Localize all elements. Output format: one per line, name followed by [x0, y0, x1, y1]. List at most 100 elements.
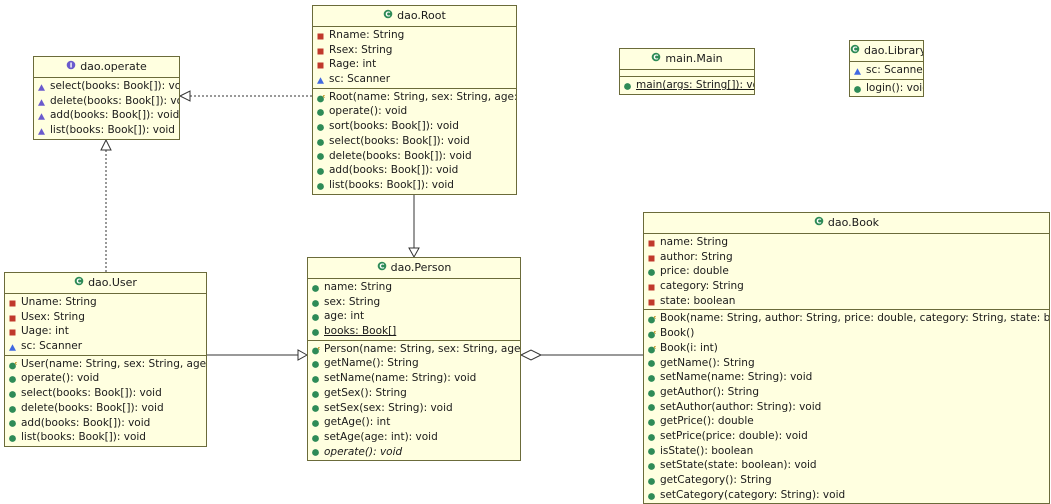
public-icon: [311, 433, 320, 442]
svg-text:I: I: [70, 62, 73, 70]
class-member[interactable]: Usex: String: [5, 310, 206, 325]
class-member[interactable]: Rname: String: [313, 28, 516, 43]
class-member[interactable]: setName(name: String): void: [644, 370, 1049, 385]
member-text: state: boolean: [660, 294, 736, 307]
class-member[interactable]: sc: Scanner: [850, 63, 923, 78]
class-member[interactable]: getSex(): String: [308, 386, 520, 401]
class-member[interactable]: author: String: [644, 250, 1049, 265]
svg-text:C: C: [77, 278, 82, 286]
class-member[interactable]: getName(): String: [644, 356, 1049, 371]
class-member[interactable]: books: Book[]: [308, 324, 520, 339]
svg-text:C: C: [654, 54, 659, 62]
class-member[interactable]: sc: Scanner: [313, 72, 516, 87]
class-member[interactable]: sc: Scanner: [5, 339, 206, 354]
class-icon: C: [850, 41, 860, 61]
private-icon: [647, 297, 656, 306]
abstract-method-icon: [37, 97, 46, 106]
class-member[interactable]: operate(): void: [5, 371, 206, 386]
class-member[interactable]: setPrice(price: double): void: [644, 429, 1049, 444]
member-text: Rname: String: [329, 29, 405, 41]
class-member[interactable]: select(books: Book[]): void: [5, 386, 206, 401]
class-member[interactable]: setAge(age: int): void: [308, 430, 520, 445]
class-member[interactable]: operate(): void: [313, 104, 516, 119]
class-member[interactable]: setName(name: String): void: [308, 371, 520, 386]
class-member[interactable]: delete(books: Book[]): void: [313, 149, 516, 164]
class-member[interactable]: price: double: [644, 264, 1049, 279]
class-member[interactable]: cRoot(name: String, sex: String, age: in…: [313, 90, 516, 105]
class-member[interactable]: Rage: int: [313, 57, 516, 72]
class-member[interactable]: add(books: Book[]): void: [34, 108, 179, 123]
class-member[interactable]: getAge(): int: [308, 415, 520, 430]
class-member[interactable]: cBook(): [644, 326, 1049, 341]
member-text: list(books: Book[]): void: [21, 431, 146, 444]
public-icon: [311, 298, 320, 307]
class-member[interactable]: operate(): void: [308, 445, 520, 460]
class-member[interactable]: cBook(i: int): [644, 341, 1049, 356]
class-member[interactable]: list(books: Book[]): void: [5, 430, 206, 445]
constructor-icon: c: [647, 314, 657, 324]
class-member[interactable]: age: int: [308, 309, 520, 324]
class-member[interactable]: getCategory(): String: [644, 473, 1049, 488]
class-member[interactable]: setSex(sex: String): void: [308, 401, 520, 416]
class-member[interactable]: cPerson(name: String, sex: String, age: …: [308, 342, 520, 357]
class-member[interactable]: getPrice(): double: [644, 414, 1049, 429]
class-member[interactable]: add(books: Book[]): void: [313, 163, 516, 178]
class-name: dao.Book: [827, 216, 880, 229]
class-member[interactable]: cUser(name: String, sex: String, age: in…: [5, 357, 206, 372]
class-member[interactable]: main(args: String[]): void: [620, 78, 754, 93]
class-member[interactable]: isState(): boolean: [644, 444, 1049, 459]
class-member[interactable]: add(books: Book[]): void: [5, 416, 206, 431]
svg-text:c: c: [654, 345, 656, 350]
class-member[interactable]: setCategory(category: String): void: [644, 488, 1049, 503]
class-member[interactable]: list(books: Book[]): void: [313, 178, 516, 193]
class-member[interactable]: cBook(name: String, author: String, pric…: [644, 311, 1049, 326]
class-member[interactable]: select(books: Book[]): void: [313, 134, 516, 149]
member-text: Root(name: String, sex: String, age: int…: [329, 90, 517, 103]
class-member[interactable]: sex: String: [308, 295, 520, 310]
public-icon: [647, 358, 656, 368]
members-section: cUser(name: String, sex: String, age: in…: [5, 354, 206, 446]
public-icon: [316, 181, 325, 190]
class-member[interactable]: Uname: String: [5, 295, 206, 310]
public-icon: [311, 359, 320, 369]
private-icon: [647, 253, 656, 262]
class-member[interactable]: Rsex: String: [313, 43, 516, 58]
class-member[interactable]: getAuthor(): String: [644, 385, 1049, 400]
class-member[interactable]: setAuthor(author: String): void: [644, 400, 1049, 415]
public-icon: [8, 433, 17, 442]
member-text: setAuthor(author: String): void: [660, 400, 822, 413]
public-icon: [647, 267, 656, 277]
public-icon: [8, 404, 17, 413]
public-icon: [311, 374, 320, 383]
class-icon: C: [814, 213, 824, 233]
class-member[interactable]: sort(books: Book[]): void: [313, 119, 516, 134]
class-member[interactable]: setState(state: boolean): void: [644, 458, 1049, 473]
member-text: sc: Scanner: [329, 73, 391, 86]
class-member[interactable]: login(): void: [850, 81, 923, 96]
class-member[interactable]: getName(): String: [308, 356, 520, 371]
class-member[interactable]: list(books: Book[]): void: [34, 123, 179, 138]
realization-arrowhead: [100, 138, 112, 151]
class-member[interactable]: name: String: [308, 280, 520, 295]
class-member[interactable]: category: String: [644, 279, 1049, 294]
class-name: dao.Person: [390, 261, 452, 274]
member-text: setName(name: String): void: [660, 371, 813, 384]
class-member[interactable]: delete(books: Book[]): void: [34, 94, 179, 109]
svg-text:C: C: [379, 263, 384, 271]
member-text: sc: Scanner: [21, 340, 83, 353]
svg-text:c: c: [654, 316, 656, 321]
class-member[interactable]: Uage: int: [5, 324, 206, 339]
class-member[interactable]: delete(books: Book[]): void: [5, 401, 206, 416]
class-member[interactable]: state: boolean: [644, 294, 1049, 309]
class-member[interactable]: select(books: Book[]): void: [34, 79, 179, 94]
class-member[interactable]: name: String: [644, 235, 1049, 250]
public-icon: [647, 476, 656, 485]
